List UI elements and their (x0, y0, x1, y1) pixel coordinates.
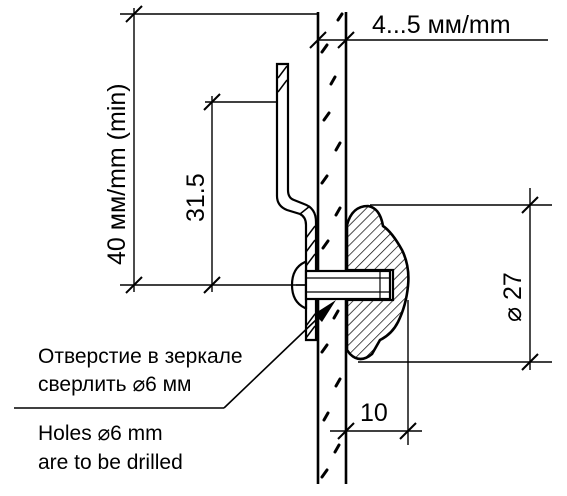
dim-knob-diameter-label: ⌀ 27 (499, 272, 527, 322)
dim-bracket-height-label: 40 мм/mm (min) (103, 83, 131, 265)
dim-bracket-height: 40 мм/mm (min) (103, 5, 318, 294)
note-en-line1: Holes ⌀6 mm (38, 422, 163, 445)
dim-knob-depth-label: 10 (360, 399, 388, 427)
glass-panel (316, 12, 348, 484)
dim-knob-depth: 10 (330, 300, 422, 445)
dim-glass-thickness-label: 4...5 мм/mm (372, 11, 511, 39)
screw (290, 260, 392, 310)
note-ru-line2: сверлить ⌀6 мм (38, 373, 191, 396)
dim-bracket-offset-label: 31.5 (182, 173, 210, 222)
dim-glass-thickness: 4...5 мм/mm (309, 11, 548, 49)
note-ru-line1: Отверстие в зеркале (38, 345, 243, 368)
dim-bracket-offset: 31.5 (182, 93, 277, 294)
leader-line (14, 300, 336, 409)
note-en-line2: are to be drilled (38, 451, 183, 474)
dim-knob-diameter: ⌀ 27 (358, 188, 552, 371)
